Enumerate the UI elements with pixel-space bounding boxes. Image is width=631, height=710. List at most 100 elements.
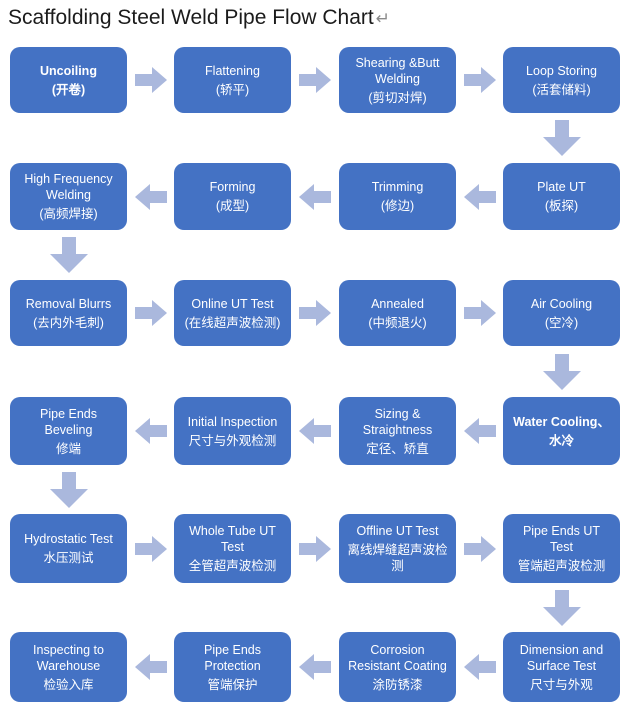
flow-arrow-left xyxy=(463,654,496,680)
flow-step-offline-ut-test: Offline UT Test 离线焊缝超声波检测 xyxy=(339,514,456,583)
flow-step-en-label: Pipe Ends Protection xyxy=(204,642,261,673)
arrow-down-icon xyxy=(49,237,88,273)
flow-step-zh-label: 管端超声波检测 xyxy=(517,559,606,573)
arrow-right-icon xyxy=(463,67,496,93)
flow-arrow-left xyxy=(299,654,331,680)
flow-step-en-label: Initial Inspection xyxy=(187,414,278,429)
flow-step-pipe-ends-ut-test: Pipe Ends UT Test 管端超声波检测 xyxy=(503,514,620,583)
flow-arrow-left xyxy=(463,418,496,444)
flow-step-en-label: Loop Storing xyxy=(526,63,597,78)
flow-step-annealed: Annealed (中频退火) xyxy=(339,280,456,346)
arrow-right-icon xyxy=(463,535,496,562)
flow-step-trimming: Trimming (修边) xyxy=(339,163,456,230)
arrow-left-icon xyxy=(299,183,331,210)
flow-step-en-label: Offline UT Test xyxy=(356,524,439,538)
paragraph-return-icon: ↵ xyxy=(375,9,390,28)
flow-arrow-right xyxy=(463,535,496,562)
flow-step-water-cooling: Water Cooling、水冷 xyxy=(503,397,620,465)
flow-step-en-label: Air Cooling xyxy=(530,296,593,311)
flow-arrow-right xyxy=(463,300,496,326)
arrow-right-icon xyxy=(134,535,167,562)
flow-arrow-down xyxy=(542,353,581,390)
flow-arrow-right xyxy=(134,535,167,562)
flow-step-zh-label: 修端 xyxy=(55,441,81,456)
flow-arrow-right xyxy=(299,535,331,562)
flow-step-zh-label: 全管超声波检测 xyxy=(188,559,277,573)
flow-step-en-label: Water Cooling、 xyxy=(513,414,610,429)
flow-arrow-right xyxy=(463,67,496,93)
flow-arrow-left xyxy=(134,418,167,444)
arrow-left-icon xyxy=(299,654,331,680)
flow-step-sizing-straightness: Sizing & Straightness 定径、矫直 xyxy=(339,397,456,465)
flow-step-en-label: High Frequency Welding xyxy=(24,172,113,202)
arrow-left-icon xyxy=(299,418,331,444)
arrow-left-icon xyxy=(134,654,167,680)
flow-step-initial-inspection: Initial Inspection 尺寸与外观检测 xyxy=(174,397,291,465)
flow-arrow-left xyxy=(299,183,331,210)
flow-step-forming: Forming (成型) xyxy=(174,163,291,230)
flow-step-zh-label: (去内外毛刺) xyxy=(33,315,104,330)
flow-step-zh-label: (空冷) xyxy=(544,315,579,330)
flow-step-zh-label: 尺寸与外观 xyxy=(530,677,593,692)
flow-step-en-label: Trimming xyxy=(371,180,424,194)
flow-arrow-down xyxy=(542,589,581,626)
arrow-right-icon xyxy=(299,535,331,562)
flow-arrow-left xyxy=(299,418,331,444)
flow-step-high-frequency-welding: High Frequency Welding (高频焊接) xyxy=(10,163,127,230)
flow-step-zh-label: (中频退火) xyxy=(368,315,427,330)
flow-step-en-label: Forming xyxy=(209,180,256,194)
flow-arrow-left xyxy=(463,183,496,210)
flow-step-en-label: Annealed xyxy=(371,296,424,311)
flow-step-zh-label: 尺寸与外观检测 xyxy=(188,433,277,448)
flow-step-zh-label: (剪切对焊) xyxy=(368,90,427,105)
arrow-right-icon xyxy=(299,300,331,326)
flow-step-en-label: Inspecting to Warehouse xyxy=(33,642,104,673)
arrow-right-icon xyxy=(299,67,331,93)
flow-step-dimension-and-surface-test: Dimension and Surface Test 尺寸与外观 xyxy=(503,632,620,702)
flow-step-uncoiling: Uncoiling (开卷) xyxy=(10,47,127,113)
flow-step-zh-label: 水压测试 xyxy=(43,551,94,565)
flow-step-zh-label: (修边) xyxy=(380,199,415,213)
flow-step-zh-label: 定径、矫直 xyxy=(366,441,429,456)
flow-arrow-right xyxy=(299,300,331,326)
flow-step-en-label: Pipe Ends UT Test xyxy=(522,524,601,554)
flow-step-zh-label: 离线焊缝超声波检测 xyxy=(347,543,448,573)
flow-step-online-ut-test: Online UT Test(在线超声波检测) xyxy=(174,280,291,346)
flow-step-zh-label: (在线超声波检测) xyxy=(184,315,281,330)
flow-step-removal-blurrs: Removal Blurrs(去内外毛刺) xyxy=(10,280,127,346)
arrow-right-icon xyxy=(463,300,496,326)
flow-arrow-right xyxy=(134,67,167,93)
flow-step-hydrostatic-test: Hydrostatic Test 水压测试 xyxy=(10,514,127,583)
flow-step-en-label: Hydrostatic Test xyxy=(24,532,113,546)
page-title: Scaffolding Steel Weld Pipe Flow Chart xyxy=(8,6,374,29)
flow-step-zh-label: (开卷) xyxy=(51,82,86,97)
flow-step-en-label: Corrosion Resistant Coating xyxy=(348,642,447,673)
flow-step-en-label: Uncoiling xyxy=(40,63,97,78)
flow-arrow-left xyxy=(134,183,167,210)
flow-step-zh-label: (高频焊接) xyxy=(39,207,98,221)
arrow-left-icon xyxy=(463,654,496,680)
flow-step-zh-label: (成型) xyxy=(215,199,250,213)
flow-step-loop-storing: Loop Storing (活套储料) xyxy=(503,47,620,113)
flow-step-en-label: Dimension and Surface Test xyxy=(519,642,604,673)
flow-step-zh-label: (板探) xyxy=(544,199,579,213)
flow-arrow-right xyxy=(299,67,331,93)
arrow-down-icon xyxy=(542,353,581,390)
flow-arrow-down xyxy=(49,237,88,273)
flow-arrow-down xyxy=(49,471,88,508)
flow-step-en-label: Flattening xyxy=(205,63,260,78)
flow-step-en-label: Sizing & Straightness xyxy=(362,406,433,437)
flow-step-en-label: Shearing &Butt Welding xyxy=(355,55,440,86)
flow-step-plate-ut: Plate UT(板探) xyxy=(503,163,620,230)
flow-step-zh-label: (活套储料) xyxy=(532,82,591,97)
flow-step-whole-tube-ut-test: Whole Tube UT Test 全管超声波检测 xyxy=(174,514,291,583)
flow-step-en-label: Whole Tube UT Test xyxy=(189,524,276,554)
flow-arrow-right xyxy=(134,300,167,326)
arrow-left-icon xyxy=(134,418,167,444)
